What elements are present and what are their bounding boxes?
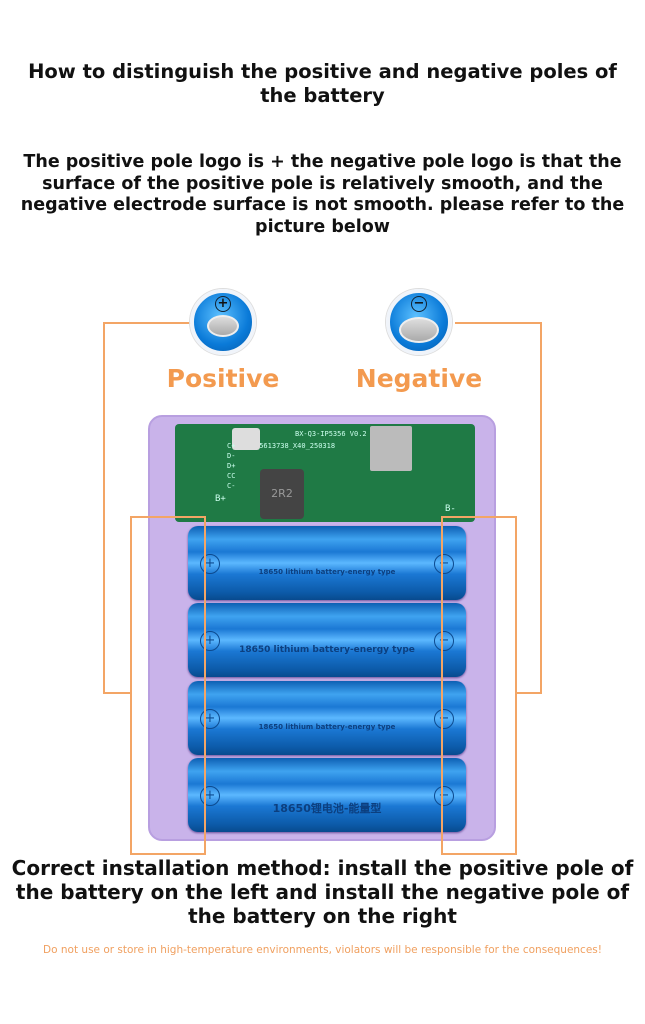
b-plus-label: B+ (215, 494, 226, 504)
connector-line (103, 322, 191, 324)
negative-terminal (399, 317, 439, 343)
pin-label: CC (227, 472, 236, 480)
pin-label: C+ (227, 442, 236, 450)
pin-label: C- (227, 482, 236, 490)
positive-pole-icon: + (190, 289, 256, 355)
installation-instruction: Correct installation method: install the… (11, 856, 634, 928)
positive-terminal (207, 315, 239, 337)
b-minus-label: B- (445, 504, 456, 514)
battery-label: 18650 lithium battery-energy type (239, 645, 415, 655)
positive-label: Positive (166, 364, 280, 393)
negative-side-highlight (441, 516, 517, 855)
pcb-code: 35613738_X40_250318 (255, 442, 336, 450)
connector-line (103, 322, 105, 694)
battery-cell: +−18650 lithium battery-energy type (188, 526, 466, 600)
pin-label: D- (227, 452, 236, 460)
warning-text: Do not use or store in high-temperature … (43, 944, 602, 956)
connector-line (455, 322, 542, 324)
plus-sign: + (215, 296, 231, 312)
pin-label: D+ (227, 462, 236, 470)
battery-label: 18650 lithium battery-energy type (258, 723, 396, 731)
battery-cell: +−18650 lithium battery-energy type (188, 681, 466, 755)
circuit-board: BX-Q3-IP5356 V0.2 35613738_X40_250318 2R… (175, 424, 475, 522)
pcb-model: BX-Q3-IP5356 V0.2 (295, 430, 367, 438)
connector-line (103, 692, 131, 694)
minus-sign: − (411, 296, 427, 312)
usb-c-port (232, 428, 260, 450)
positive-side-highlight (130, 516, 206, 855)
battery-label: 18650 lithium battery-energy type (258, 568, 396, 576)
negative-label: Negative (355, 364, 483, 393)
connector-line (540, 322, 542, 694)
inductor: 2R2 (260, 469, 304, 519)
battery-cell: +−18650 lithium battery-energy type (188, 603, 466, 677)
connector-line (515, 692, 542, 694)
description: The positive pole logo is + the negative… (20, 152, 625, 237)
battery-label: 18650锂电池-能量型 (272, 802, 382, 815)
usb-a-port (370, 426, 412, 471)
battery-cell: +−18650锂电池-能量型 (188, 758, 466, 832)
negative-pole-icon: − (386, 289, 452, 355)
page-title: How to distinguish the positive and nega… (28, 60, 617, 107)
